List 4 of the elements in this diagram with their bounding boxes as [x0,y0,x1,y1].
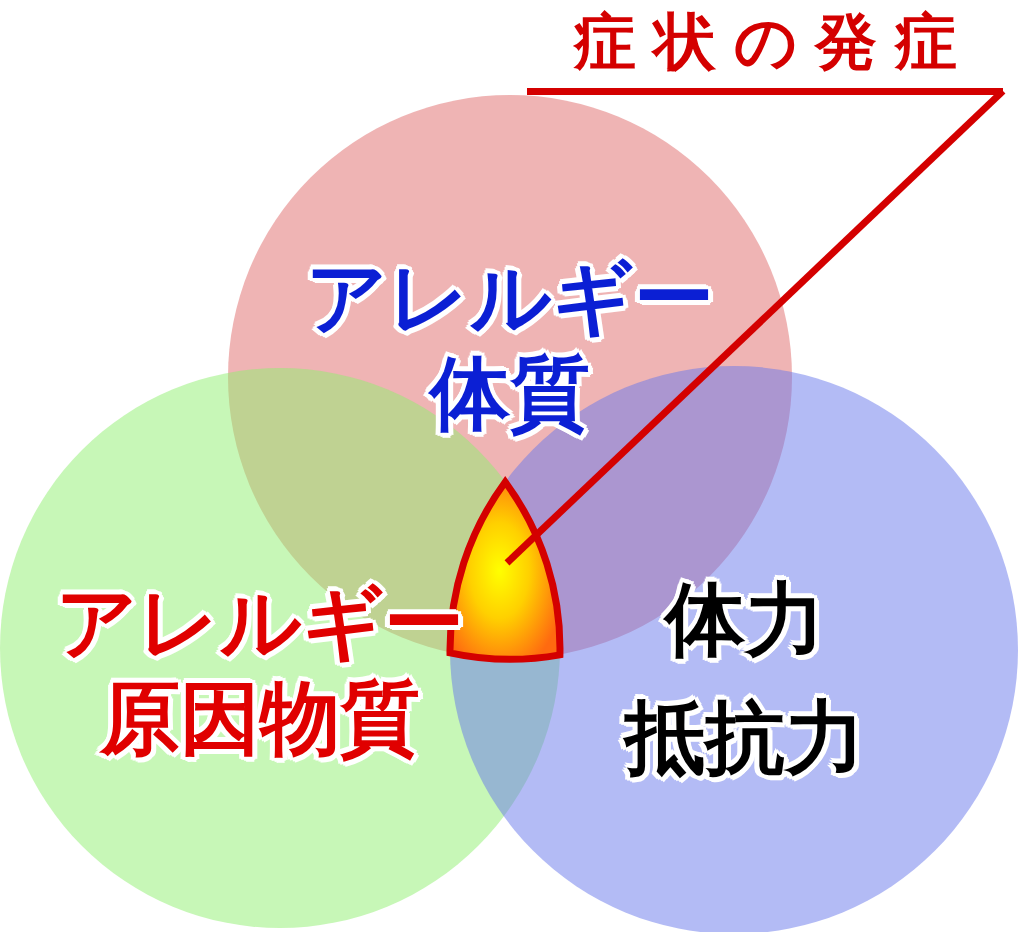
circle-label: 体力 [662,572,826,668]
circle-label: アレルギー体質 [305,250,715,442]
callout-label: 症状の発症 [527,0,1003,95]
circle-label: 抵抗力 [622,690,866,786]
